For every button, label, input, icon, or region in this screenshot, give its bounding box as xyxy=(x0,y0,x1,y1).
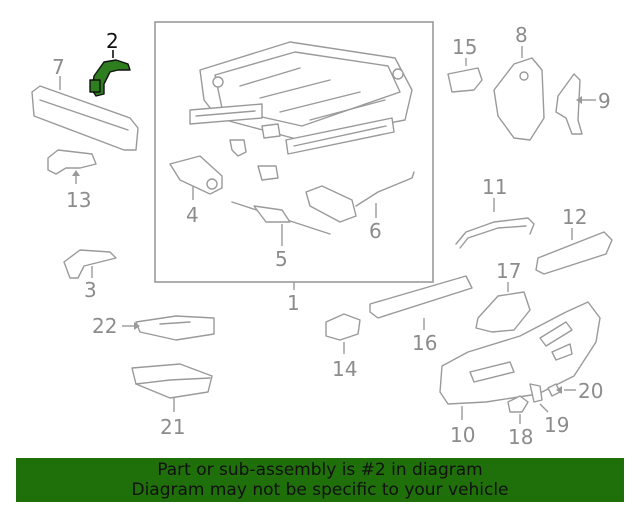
part-2-highlighted-harness xyxy=(89,50,131,97)
part-10-outer-trim xyxy=(439,301,601,420)
callout-1: 1 xyxy=(287,291,300,315)
part-17-bracket xyxy=(475,282,531,333)
part-7-trim-panel xyxy=(31,76,139,151)
part-16-rail-trim xyxy=(369,275,473,330)
part-15-clip xyxy=(447,58,483,93)
callout-8: 8 xyxy=(515,23,528,47)
callout-6: 6 xyxy=(369,219,382,243)
part-3-bracket xyxy=(63,249,117,279)
part-8-side-shield xyxy=(493,46,545,141)
callout-12: 12 xyxy=(562,205,587,229)
part-22-bracket xyxy=(122,315,215,341)
callout-18: 18 xyxy=(508,425,533,449)
callout-11: 11 xyxy=(482,175,507,199)
callout-7: 7 xyxy=(52,55,65,79)
callout-3: 3 xyxy=(84,278,97,302)
part-12-trim xyxy=(535,228,613,275)
callout-21: 21 xyxy=(160,415,185,439)
callout-19: 19 xyxy=(544,413,569,437)
callout-16: 16 xyxy=(412,331,437,355)
banner-line-2: Diagram may not be specific to your vehi… xyxy=(131,480,509,500)
parts-diagram: 2 7 13 3 22 21 4 5 6 1 15 8 9 11 12 17 1… xyxy=(31,21,613,449)
callout-4: 4 xyxy=(186,203,199,227)
callout-13: 13 xyxy=(66,188,91,212)
callout-15: 15 xyxy=(452,35,477,59)
callout-2: 2 xyxy=(106,29,119,53)
part-21-module xyxy=(131,363,213,412)
part-9-bracket xyxy=(555,73,596,135)
seat-frame-assembly-box xyxy=(154,21,434,283)
part-14-clip xyxy=(325,313,361,354)
callout-9: 9 xyxy=(598,89,611,113)
callout-20: 20 xyxy=(578,379,603,403)
callout-10: 10 xyxy=(450,423,475,447)
parts-18-19-20-knobs xyxy=(507,383,576,424)
part-13-bracket xyxy=(47,149,97,184)
info-banner: Part or sub-assembly is #2 in diagram Di… xyxy=(16,458,624,502)
callout-17: 17 xyxy=(496,259,521,283)
callout-14: 14 xyxy=(332,357,357,381)
callout-22: 22 xyxy=(92,314,117,338)
part-11-wire xyxy=(455,198,535,249)
callout-5: 5 xyxy=(275,247,288,271)
banner-line-1: Part or sub-assembly is #2 in diagram xyxy=(157,460,483,480)
